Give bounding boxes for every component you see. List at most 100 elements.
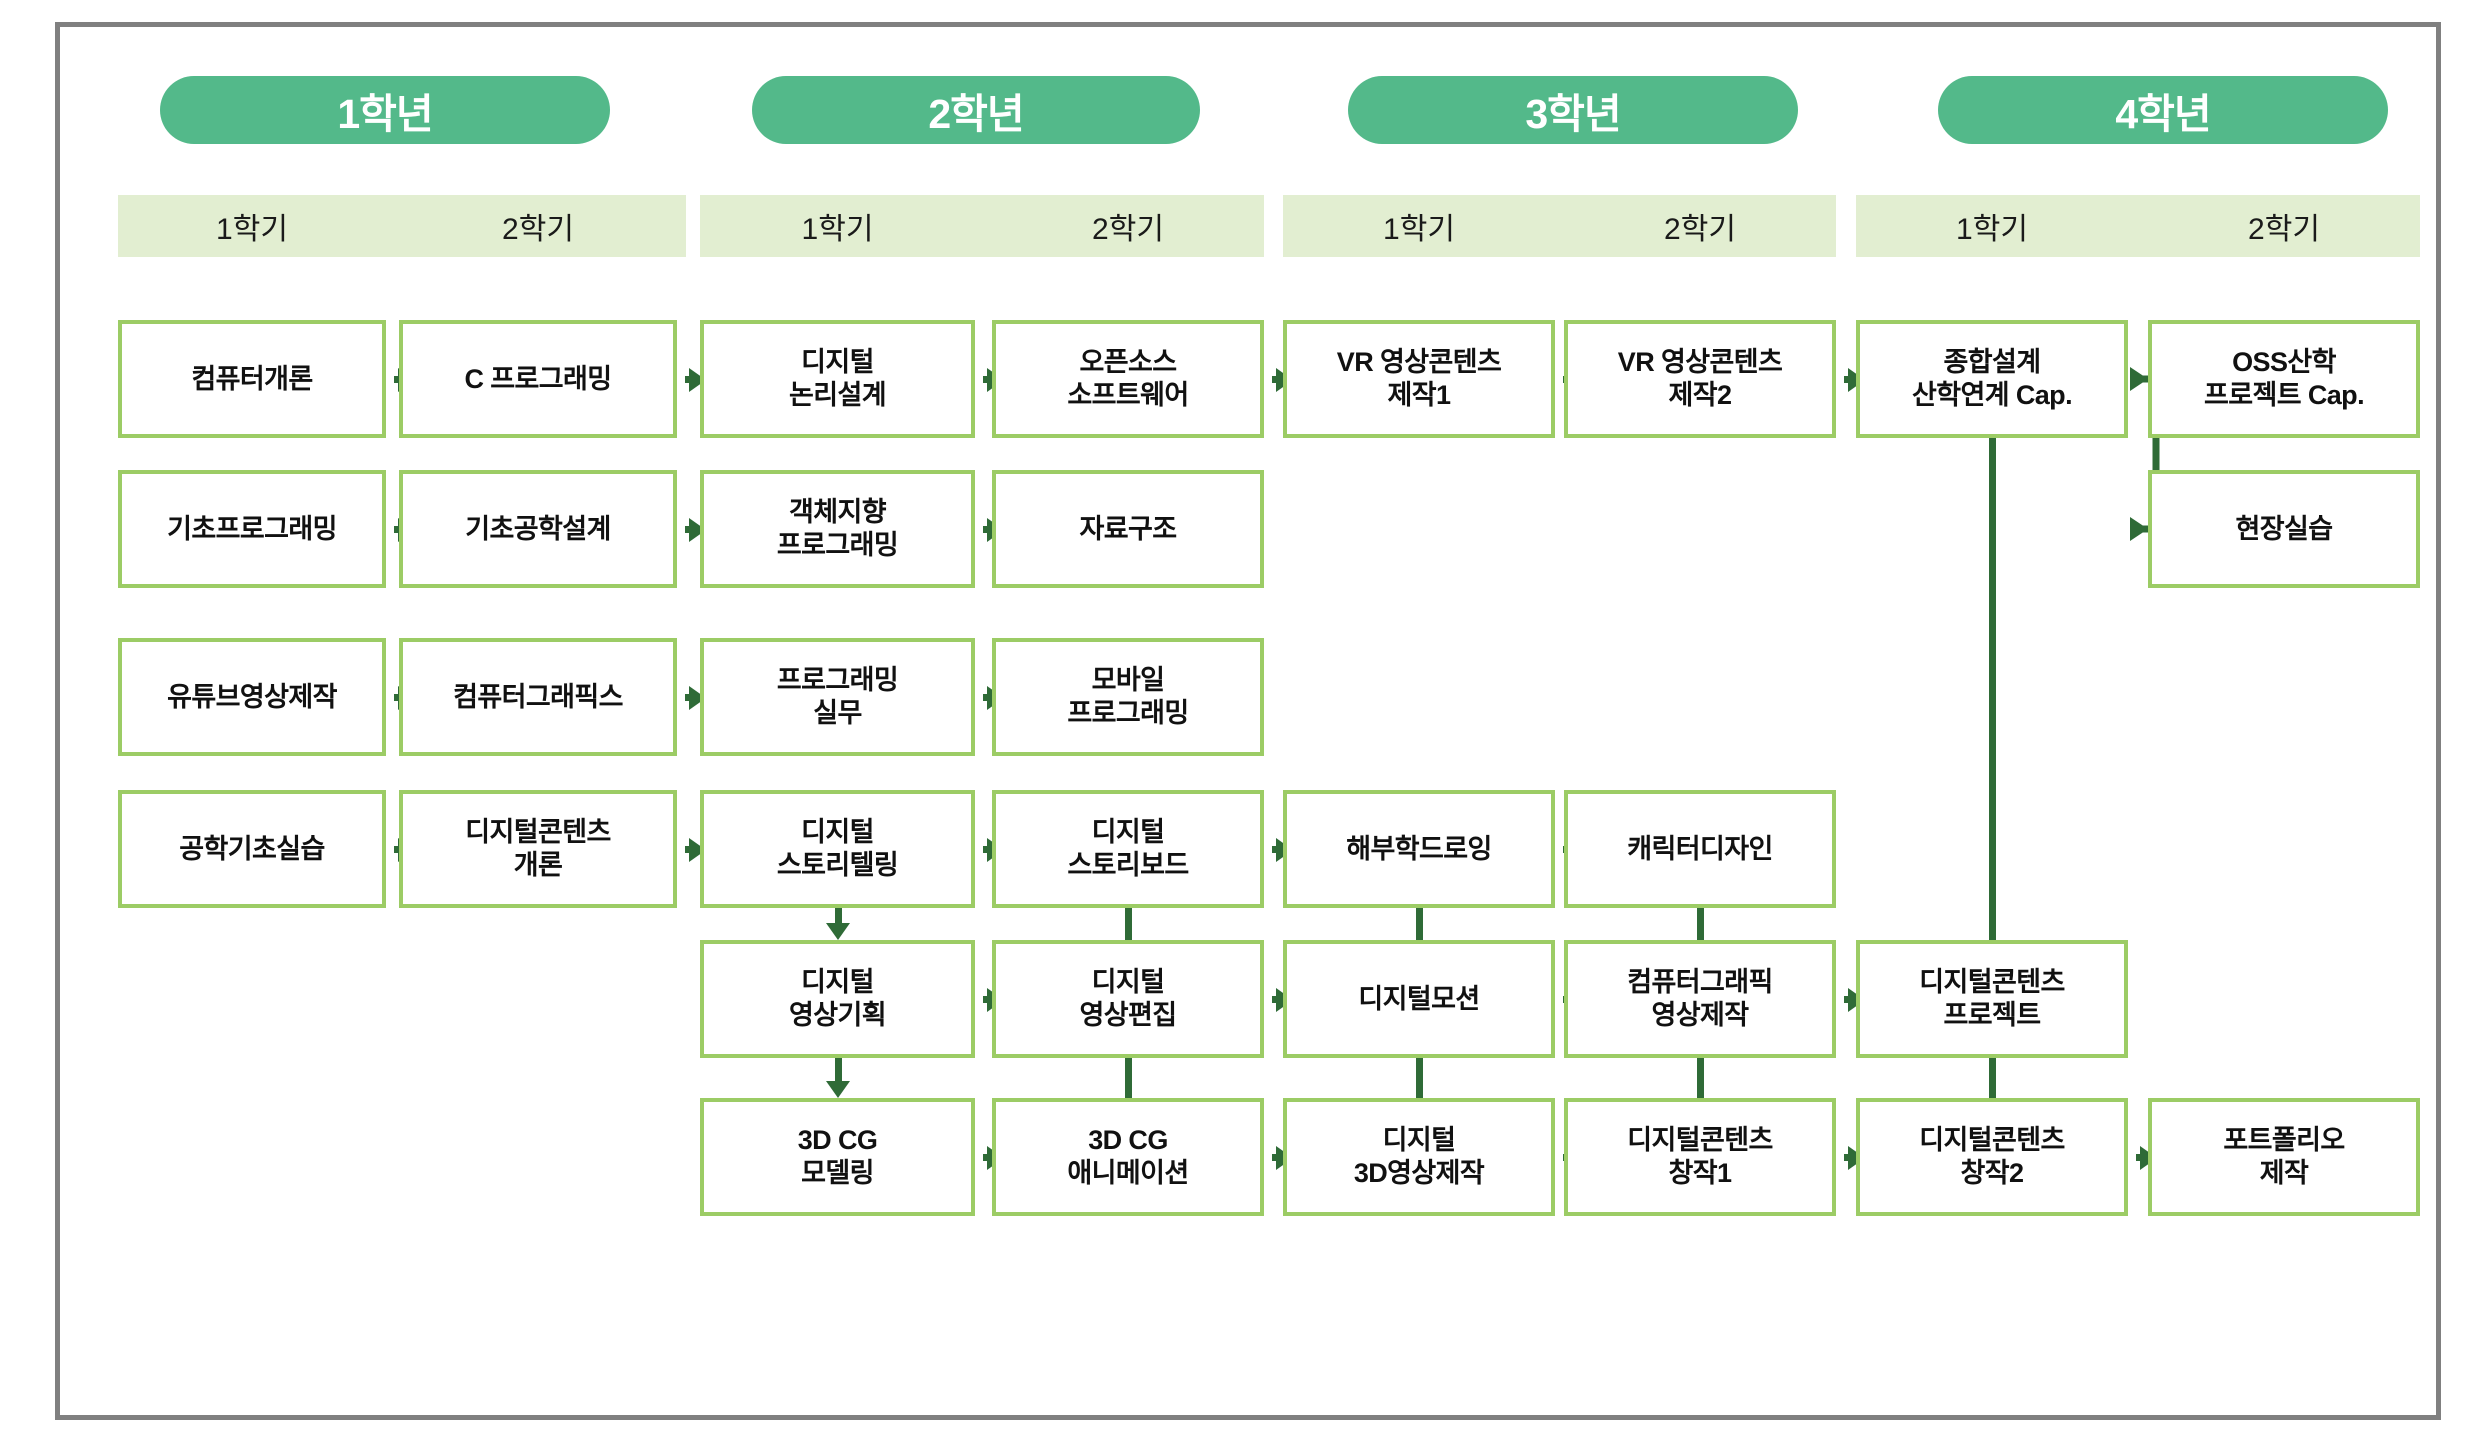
course-box[interactable]: 컴퓨터개론 xyxy=(118,320,386,438)
course-line: 디지털모션 xyxy=(1358,983,1480,1014)
course-line: 프로젝트 Cap. xyxy=(2204,380,2365,410)
semester-label-1: 2학기 xyxy=(502,213,574,246)
course-box[interactable]: 캐릭터디자인 xyxy=(1564,790,1836,908)
course-line: 컴퓨터개론 xyxy=(191,363,313,394)
course-line: 자료구조 xyxy=(1079,513,1178,544)
course-line: 모델링 xyxy=(801,1158,874,1188)
course-line: 소프트웨어 xyxy=(1067,380,1189,410)
arrow-horizontal xyxy=(685,694,691,701)
semester-label-5: 2학기 xyxy=(1664,213,1736,246)
course-line: 디지털콘텐츠 xyxy=(1627,1125,1773,1156)
arrow-horizontal xyxy=(983,846,989,853)
course-box-label: 자료구조 xyxy=(1079,513,1178,546)
course-box[interactable]: C 프로그래밍 xyxy=(399,320,677,438)
course-line: 디지털콘텐츠 xyxy=(465,817,611,848)
semester-label-4: 1학기 xyxy=(1383,213,1455,246)
course-line: 3D CG xyxy=(797,1125,878,1156)
arrow-horizontal xyxy=(394,526,400,533)
arrow-horizontal xyxy=(394,694,400,701)
arrow-horizontal xyxy=(983,996,989,1003)
course-box[interactable]: 기초공학설계 xyxy=(399,470,677,588)
course-line: 모바일 xyxy=(1091,665,1165,696)
course-line: 실무 xyxy=(813,698,862,728)
course-line: 스토리보드 xyxy=(1067,850,1189,880)
course-line: 기초공학설계 xyxy=(465,513,611,544)
course-box-label: 기초프로그래밍 xyxy=(167,513,337,546)
course-box[interactable]: 디지털모션 xyxy=(1283,940,1555,1058)
arrow-horizontal xyxy=(983,694,989,701)
course-line: 스토리텔링 xyxy=(776,850,899,880)
course-box[interactable]: 기초프로그래밍 xyxy=(118,470,386,588)
course-box[interactable]: 해부학드로잉 xyxy=(1283,790,1555,908)
year-pill-4: 4학년 xyxy=(1938,76,2388,144)
course-box[interactable]: 현장실습 xyxy=(2148,470,2420,588)
course-box[interactable]: 유튜브영상제작 xyxy=(118,638,386,756)
course-box-label: 해부학드로잉 xyxy=(1346,833,1492,866)
connector-vertical xyxy=(1697,908,1704,940)
connector-vertical xyxy=(1989,1058,1996,1098)
course-line: 디지털 xyxy=(1091,967,1165,998)
semester-band-year-4 xyxy=(1856,195,2420,257)
course-line: 컴퓨터그래픽 xyxy=(1627,967,1773,998)
course-box-label: 유튜브영상제작 xyxy=(167,681,337,714)
course-line: 디지털 xyxy=(1091,817,1165,848)
year-pill-label: 4학년 xyxy=(2115,91,2211,137)
semester-label-6: 1학기 xyxy=(1956,213,2028,246)
arrow-horizontal xyxy=(1844,996,1850,1003)
arrow-horizontal xyxy=(685,376,691,383)
connector-vertical xyxy=(1416,908,1423,940)
course-line: 컴퓨터그래픽스 xyxy=(453,681,623,712)
course-box[interactable]: 공학기초실습 xyxy=(118,790,386,908)
course-line: 객체지향 xyxy=(789,497,887,528)
arrow-vertical xyxy=(834,908,842,926)
course-line: 제작1 xyxy=(1387,380,1452,410)
arrow-horizontal xyxy=(2136,1154,2142,1161)
course-line: 3D영상제작 xyxy=(1353,1158,1485,1188)
course-line: 영상제작 xyxy=(1651,1000,1750,1030)
course-line: 공학기초실습 xyxy=(179,833,325,864)
course-line: 논리설계 xyxy=(789,380,887,410)
semester-label-2: 1학기 xyxy=(801,213,874,246)
arrow-horizontal xyxy=(1272,1154,1278,1161)
arrow-horizontal xyxy=(685,846,691,853)
year-pill-label: 2학년 xyxy=(928,91,1024,137)
semester-band-year-3 xyxy=(1283,195,1836,257)
course-box[interactable]: 컴퓨터그래픽스 xyxy=(399,638,677,756)
course-line: 디지털콘텐츠 xyxy=(1919,967,2065,998)
course-line: 유튜브영상제작 xyxy=(167,681,337,712)
course-box[interactable]: 자료구조 xyxy=(992,470,1264,588)
arrow-horizontal xyxy=(685,526,691,533)
arrow-horizontal xyxy=(1844,376,1850,383)
